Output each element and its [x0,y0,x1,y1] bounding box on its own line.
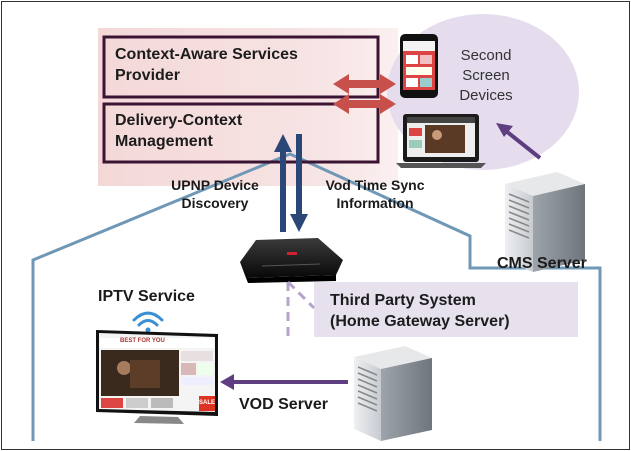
delivery-context-label: Delivery-Context Management [115,112,243,150]
context-aware-box [102,35,380,99]
iptv-service-label: IPTV Service [98,288,195,305]
tv-banner-text: BEST FOR YOU [120,338,165,344]
side-arrows [333,74,396,114]
tv-icon [96,330,218,424]
dashed-connector [286,280,316,340]
laptop-icon [396,114,486,168]
cms-server-icon [505,172,585,272]
house-outline [31,152,602,441]
up-arrow-icon [274,134,292,232]
vod-sync-label: Vod Time Sync Information [325,177,425,211]
double-arrow-icon [333,94,396,114]
down-arrow-icon [290,134,308,232]
upnp-label: UPNP Device Discovery [171,177,259,211]
third-party-label: Third Party System (Home Gateway Server) [330,292,510,330]
vertical-arrows [274,134,308,232]
third-party-box [314,282,578,337]
delivery-context-box [102,102,380,164]
router-icon [240,238,343,283]
vod-server-icon [354,346,432,441]
tablet-icon [400,34,438,98]
double-arrow-icon [333,74,396,94]
context-aware-label: Context-Aware Services Provider [115,46,298,84]
second-screen-label: Second Screen Devices [459,47,513,104]
vod-to-tv-arrow [220,374,348,390]
vod-server-label: VOD Server [239,396,328,413]
sale-badge-text: SALE [199,400,216,406]
wifi-icon [132,311,164,333]
cms-to-devices-arrow [496,123,542,160]
cms-server-label: CMS Server [497,255,587,272]
